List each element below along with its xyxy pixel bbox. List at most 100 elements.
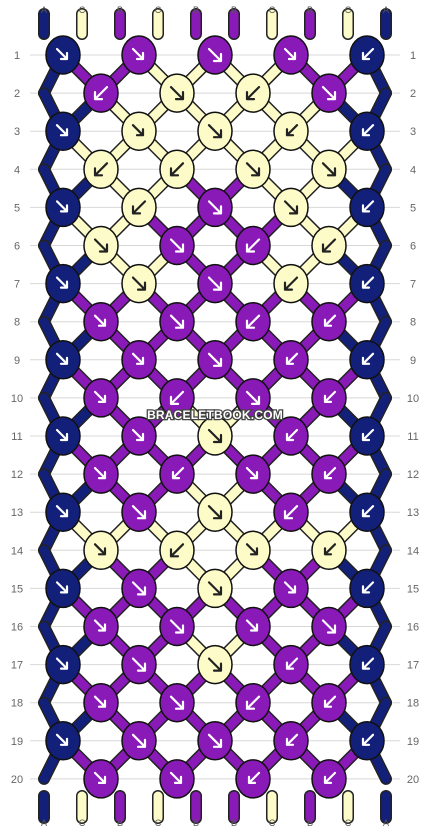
knot-direction-arrow-icon <box>283 47 297 61</box>
knot <box>197 492 233 532</box>
knot-direction-arrow-icon <box>361 428 375 442</box>
knot-direction-arrow-icon <box>207 733 223 748</box>
strand-label-top: A <box>383 5 389 15</box>
knot-direction-arrow-icon <box>207 200 223 215</box>
strand-label-top: B <box>231 5 237 15</box>
knot <box>349 187 385 228</box>
knot <box>45 35 81 75</box>
knot <box>45 340 81 380</box>
strand-label-bottom: C <box>79 818 86 828</box>
knot <box>197 111 233 151</box>
knot <box>311 530 347 571</box>
knot <box>121 187 157 228</box>
knot <box>273 416 309 456</box>
knot <box>273 35 309 75</box>
strand-label-top: C <box>345 5 352 15</box>
row-number-left: 20 <box>11 774 23 786</box>
knot <box>45 721 81 761</box>
knot <box>121 35 157 75</box>
knot-direction-arrow-icon <box>283 505 299 520</box>
knot-direction-arrow-icon <box>93 771 107 785</box>
row-number-left: 4 <box>14 164 20 176</box>
row-number-right: 11 <box>407 431 418 443</box>
knot <box>121 644 157 685</box>
knot-direction-arrow-icon <box>285 124 299 137</box>
row-number-left: 18 <box>11 698 23 710</box>
watermark-text: BRACELETBOOK.COM <box>147 408 283 422</box>
row-number-left: 6 <box>14 241 20 253</box>
row-number-right: 4 <box>410 164 416 176</box>
knot-direction-arrow-icon <box>245 390 261 405</box>
knot <box>83 225 119 266</box>
knot-direction-arrow-icon <box>285 733 299 746</box>
knot <box>83 73 119 113</box>
row-number-right: 14 <box>407 545 419 557</box>
knot-direction-arrow-icon <box>361 505 375 518</box>
knot <box>159 759 195 799</box>
knot-direction-arrow-icon <box>169 543 185 558</box>
knot-direction-arrow-icon <box>285 352 299 365</box>
knot <box>235 454 271 494</box>
knot <box>83 530 119 571</box>
knot-direction-arrow-icon <box>55 47 69 61</box>
strand-label-top: C <box>269 5 276 15</box>
knot-direction-arrow-icon <box>131 47 145 61</box>
knot <box>159 301 195 342</box>
knot <box>349 263 385 304</box>
knot <box>121 111 157 151</box>
knot <box>273 340 309 380</box>
knot-direction-arrow-icon <box>55 352 69 365</box>
knots <box>45 35 385 799</box>
knot <box>159 606 195 647</box>
knot-direction-arrow-icon <box>245 162 261 177</box>
knot <box>159 454 195 494</box>
knot-direction-arrow-icon <box>93 314 107 327</box>
knot <box>235 149 271 190</box>
knot <box>83 149 119 190</box>
knot <box>159 225 195 266</box>
knot-direction-arrow-icon <box>207 581 223 596</box>
knot <box>83 606 119 647</box>
row-number-right: 8 <box>410 317 416 329</box>
knot <box>311 454 347 494</box>
knot-direction-arrow-icon <box>361 124 375 137</box>
knot-direction-arrow-icon <box>207 657 223 672</box>
knot-direction-arrow-icon <box>169 619 185 634</box>
knot <box>159 149 195 190</box>
knot-direction-arrow-icon <box>247 771 261 785</box>
row-number-right: 20 <box>407 774 419 786</box>
knot <box>121 416 157 456</box>
knot <box>349 492 385 532</box>
knot <box>311 149 347 190</box>
strand-label-bottom: B <box>231 818 237 828</box>
knot-direction-arrow-icon <box>131 733 147 748</box>
row-number-right: 2 <box>410 88 416 100</box>
knot <box>121 340 157 380</box>
knot <box>45 187 81 228</box>
knot-direction-arrow-icon <box>171 467 185 480</box>
knot-direction-arrow-icon <box>93 390 107 403</box>
knot <box>311 301 347 342</box>
knot-direction-arrow-icon <box>321 85 337 101</box>
knot <box>197 644 233 685</box>
knot-direction-arrow-icon <box>323 543 337 556</box>
knot-direction-arrow-icon <box>245 314 261 329</box>
row-number-left: 8 <box>14 317 20 329</box>
row-number-left: 13 <box>11 507 23 519</box>
knot <box>273 568 309 609</box>
row-number-left: 7 <box>14 279 20 291</box>
row-number-left: 19 <box>11 736 23 748</box>
knot <box>45 416 81 456</box>
knot <box>349 416 385 456</box>
row-number-right: 15 <box>407 583 419 595</box>
knot-direction-arrow-icon <box>361 276 375 289</box>
strand-label-top: B <box>193 5 199 15</box>
knot <box>121 492 157 532</box>
knot-direction-arrow-icon <box>285 657 299 670</box>
knot-direction-arrow-icon <box>207 276 223 291</box>
knot <box>121 263 157 304</box>
row-number-right: 17 <box>407 660 419 672</box>
knot-direction-arrow-icon <box>169 238 185 253</box>
knot-direction-arrow-icon <box>361 200 375 213</box>
